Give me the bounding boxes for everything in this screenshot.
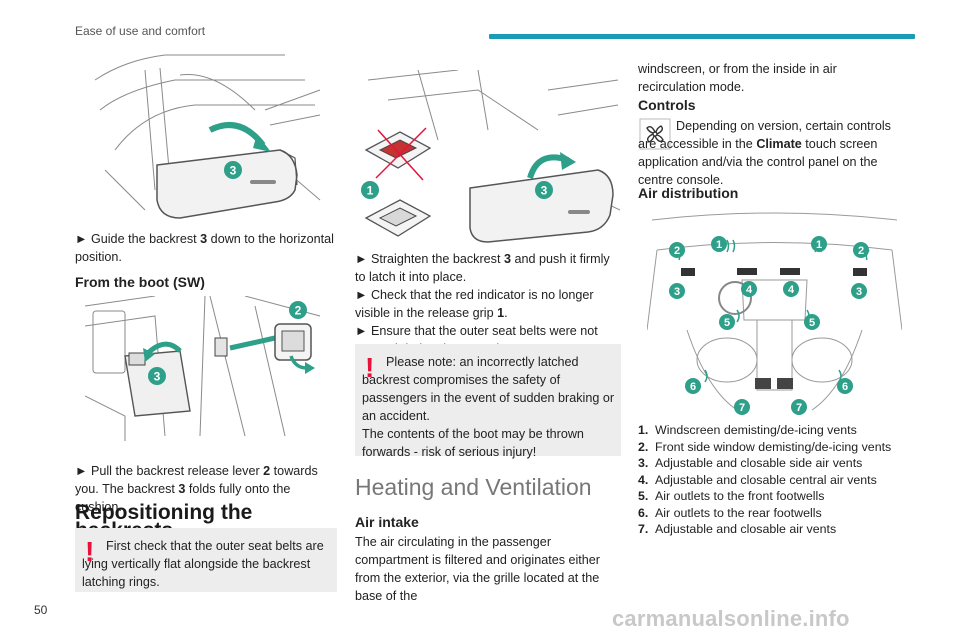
callout-2: 2 [295, 304, 302, 318]
callout-7: 7 [796, 402, 802, 414]
legend-item: 7.Adjustable and closable air vents [638, 522, 837, 536]
pull-instruction: ► Pull the backrest release lever 2 towa… [75, 464, 318, 514]
legend-item: 1.Windscreen demisting/de-icing vents [638, 423, 857, 437]
fan-icon [639, 118, 671, 150]
callout-3: 3 [230, 164, 237, 178]
seat-belt-warning-box: ! First check that the outer seat belts … [75, 528, 337, 592]
legend-item: 4.Adjustable and closable central air ve… [638, 472, 877, 487]
warning-icon: ! [85, 536, 95, 567]
controls-text: Depending on version, certain controls a… [638, 119, 891, 187]
callout-7: 7 [739, 402, 745, 414]
callout-3: 3 [674, 286, 680, 298]
callout-3: 3 [856, 286, 862, 298]
boot-release-illustration: 2 3 [85, 296, 321, 441]
callout-1: 1 [716, 239, 722, 251]
callout-6: 6 [842, 381, 848, 393]
callout-2: 2 [674, 245, 680, 257]
running-header: Ease of use and comfort [75, 24, 206, 38]
air-intake-heading: Air intake [355, 514, 419, 530]
air-distribution-legend: 1.Windscreen demisting/de-icing vents 2.… [638, 422, 904, 538]
heating-heading: Heating and Ventilation [355, 474, 592, 500]
air-intake-continued: windscreen, or from the inside in air re… [638, 62, 837, 94]
air-distribution-illustration: 1 1 2 2 3 3 4 4 5 5 6 6 7 7 [647, 212, 902, 415]
header-accent-bar [489, 34, 915, 39]
callout-4: 4 [746, 284, 753, 296]
callout-2: 2 [858, 245, 864, 257]
callout-3: 3 [541, 184, 548, 198]
guide-instruction: ► Guide the backrest 3 down to the horiz… [75, 232, 334, 264]
callout-1: 1 [816, 239, 822, 251]
page-number: 50 [34, 603, 48, 617]
latch-instructions: ► Straighten the backrest 3 and push it … [355, 252, 610, 356]
warning-text-boot: The contents of the boot may be thrown f… [362, 427, 584, 459]
air-intake-text: The air circulating in the passenger com… [355, 535, 601, 603]
boot-heading: From the boot (SW) [75, 274, 205, 290]
callout-3: 3 [154, 370, 161, 384]
backrest-latch-illustration: 1 3 [361, 70, 620, 243]
warning-text: First check that the outer seat belts ar… [82, 539, 324, 589]
legend-item: 3.Adjustable and closable side air vents [638, 456, 863, 470]
warning-icon: ! [365, 352, 375, 383]
controls-heading: Controls [638, 97, 696, 113]
callout-6: 6 [690, 381, 696, 393]
safety-warning-box: ! Please note: an incorrectly latched ba… [355, 344, 621, 459]
backrest-fold-illustration: 3 [94, 54, 321, 219]
legend-item: 5.Air outlets to the front footwells [638, 489, 825, 503]
legend-item: 2.Front side window demisting/de-icing v… [638, 439, 892, 454]
callout-1: 1 [367, 184, 374, 198]
callout-5: 5 [809, 317, 815, 329]
callout-5: 5 [724, 317, 730, 329]
watermark: carmanualsonline.info [612, 606, 850, 631]
callout-4: 4 [788, 284, 795, 296]
warning-text-latching: Please note: an incorrectly latched back… [362, 355, 615, 423]
air-distribution-heading: Air distribution [638, 185, 739, 201]
legend-item: 6.Air outlets to the rear footwells [638, 505, 822, 520]
